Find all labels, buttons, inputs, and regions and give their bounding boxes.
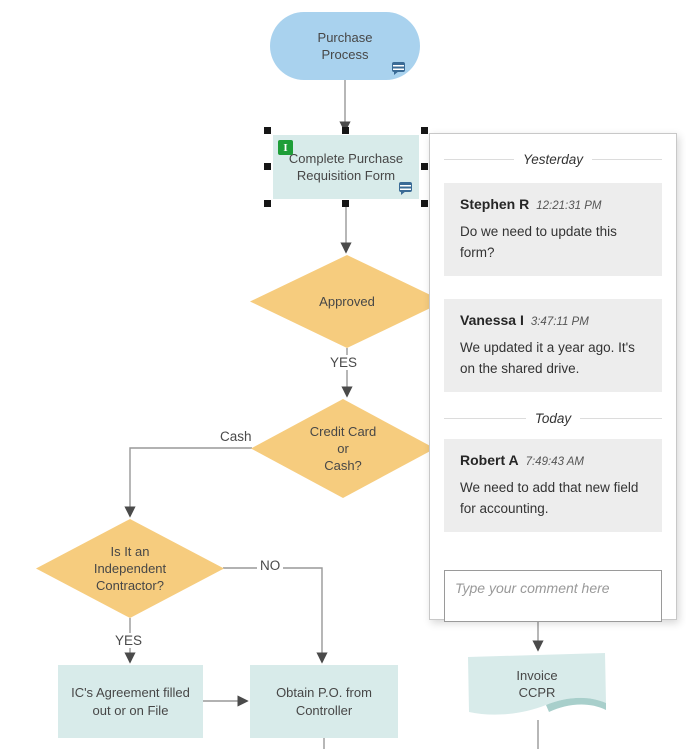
edge-label-cash: Cash: [217, 429, 255, 444]
resize-handle-bottom-right[interactable]: [421, 200, 428, 207]
invoice-document-shape[interactable]: [468, 653, 606, 715]
divider-label: Today: [534, 410, 572, 426]
comment-card: Stephen R 12:21:31 PM Do we need to upda…: [444, 183, 662, 276]
node-label: Obtain P.O. from Controller: [276, 685, 372, 718]
node-label: IC's Agreement filled out or on File: [71, 685, 190, 718]
comment-card: Robert A 7:49:43 AM We need to add that …: [444, 439, 662, 532]
date-divider-yesterday: Yesterday: [444, 150, 663, 168]
resize-handle-left[interactable]: [264, 163, 271, 170]
resize-handle-top[interactable]: [342, 127, 349, 134]
comment-bubble-icon[interactable]: [399, 182, 412, 195]
connector-no-to-obtain-po[interactable]: [223, 567, 328, 664]
comments-panel: Yesterday Stephen R 12:21:31 PM Do we ne…: [429, 133, 677, 622]
date-divider-today: Today: [444, 409, 662, 427]
comment-author: Stephen R: [460, 196, 530, 212]
edge-label-yes: YES: [327, 355, 361, 370]
edge-label-no: NO: [257, 558, 284, 573]
comment-timestamp: 3:47:11 PM: [530, 316, 589, 328]
connector-cash-to-contractor[interactable]: [124, 447, 252, 518]
node-invoice-ccpr-label: Invoice CCPR: [468, 660, 606, 708]
comment-text: We updated it a year ago. It's on the sh…: [460, 340, 635, 376]
resize-handle-top-right[interactable]: [421, 127, 428, 134]
comment-header: Vanessa I 3:47:11 PM: [460, 312, 646, 328]
node-label: Complete Purchase Requisition Form: [288, 150, 404, 183]
invoice-document-edge: [546, 697, 606, 712]
comment-text: We need to add that new field for accoun…: [460, 480, 639, 516]
node-label: Purchase Process: [317, 29, 373, 62]
divider-line: [444, 417, 526, 419]
node-label: Invoice CCPR: [516, 667, 558, 700]
comment-bubble-icon[interactable]: [392, 62, 405, 75]
node-label: Credit Card or Cash?: [309, 423, 377, 474]
comment-header: Robert A 7:49:43 AM: [460, 452, 646, 468]
node-complete-purchase-requisition-form[interactable]: I Complete Purchase Requisition Form: [273, 135, 419, 199]
resize-handle-top-left[interactable]: [264, 127, 271, 134]
node-label: Approved: [319, 293, 375, 309]
divider-line: [444, 158, 514, 160]
resize-handle-right[interactable]: [421, 163, 428, 170]
edge-label-yes-2: YES: [112, 633, 146, 648]
comment-author: Vanessa I: [460, 312, 524, 328]
comment-text: Do we need to update this form?: [460, 224, 617, 260]
comment-card: Vanessa I 3:47:11 PM We updated it a yea…: [444, 299, 662, 392]
data-linked-icon[interactable]: I: [278, 140, 293, 155]
resize-handle-bottom-left[interactable]: [264, 200, 271, 207]
comment-timestamp: 7:49:43 AM: [525, 456, 584, 468]
comment-header: Stephen R 12:21:31 PM: [460, 196, 646, 212]
resize-handle-bottom[interactable]: [342, 200, 349, 207]
node-ic-agreement[interactable]: IC's Agreement filled out or on File: [58, 665, 203, 738]
comment-input[interactable]: [444, 570, 662, 622]
node-obtain-po[interactable]: Obtain P.O. from Controller: [250, 665, 398, 738]
node-label: Is It an Independent Contractor?: [93, 543, 167, 594]
comment-author: Robert A: [460, 452, 519, 468]
divider-line: [592, 158, 663, 160]
divider-label: Yesterday: [522, 151, 584, 167]
node-purchase-process[interactable]: Purchase Process: [270, 12, 420, 80]
divider-line: [580, 417, 662, 419]
comment-timestamp: 12:21:31 PM: [536, 200, 602, 212]
